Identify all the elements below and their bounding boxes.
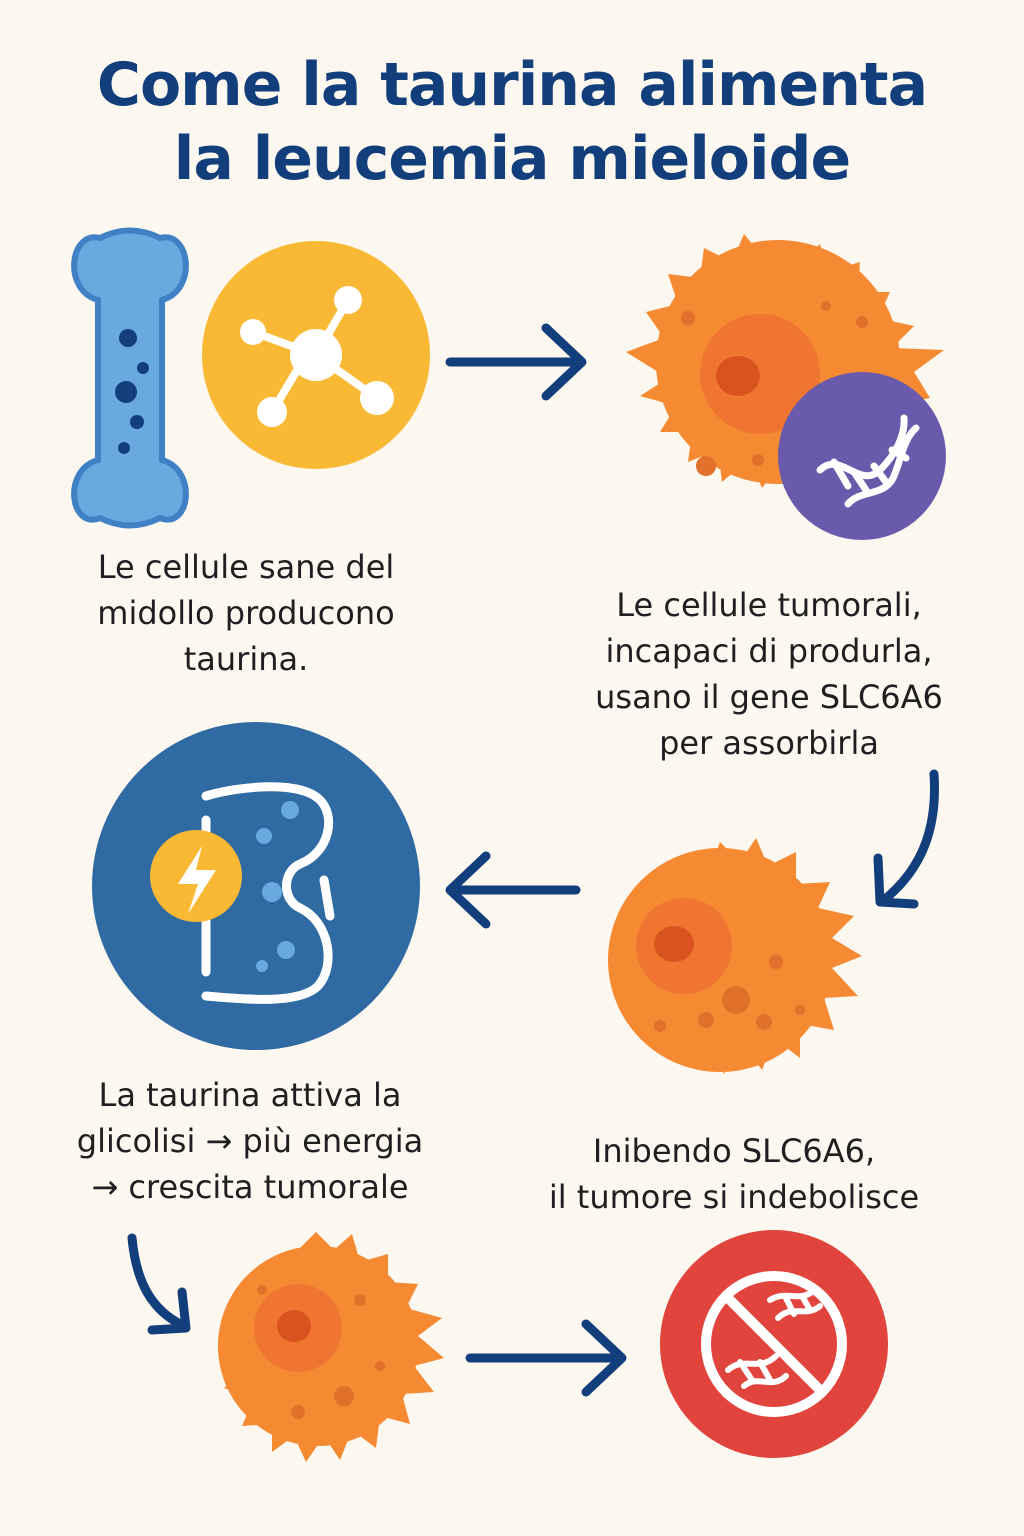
step-3-line-3: → crescita tumorale xyxy=(91,1168,409,1206)
step-2-line-1: Le cellule tumorali, xyxy=(616,586,922,624)
cancer-cell-icon xyxy=(608,838,862,1074)
step-4-caption: Inibendo SLC6A6, il tumore si indebolisc… xyxy=(504,1128,964,1220)
step-4-line-2: il tumore si indebolisce xyxy=(548,1178,920,1216)
bone-icon xyxy=(71,227,189,529)
arrow-left xyxy=(445,851,581,929)
step-2-line-3: usano il gene SLC6A6 xyxy=(595,678,943,716)
page-title-line-1: Come la taurina alimenta xyxy=(96,50,928,120)
mitochondrion-icon xyxy=(92,722,420,1050)
step-2-line-4: per assorbirla xyxy=(659,724,879,762)
step-1-caption: Le cellule sane del midollo producono ta… xyxy=(46,544,446,682)
arrow-down-right-curve xyxy=(127,1233,191,1335)
step-4-line-1: Inibendo SLC6A6, xyxy=(592,1132,876,1170)
cancer-cell-icon xyxy=(218,1232,444,1462)
page-title: Come la taurina alimenta la leucemia mie… xyxy=(0,48,1024,196)
step-3-caption: La taurina attiva la glicolisi → più ene… xyxy=(30,1072,470,1210)
arrow-down-curve xyxy=(873,769,940,909)
step-3-line-1: La taurina attiva la xyxy=(98,1076,402,1114)
lightning-bolt-icon xyxy=(150,830,242,922)
step-1-line-2: midollo producono xyxy=(97,594,395,632)
step-3-line-2: glicolisi → più energia xyxy=(76,1122,424,1160)
dna-icon xyxy=(778,372,946,540)
step-1-line-3: taurina. xyxy=(183,640,309,678)
arrow-right-1 xyxy=(445,323,587,401)
page-title-line-2: la leucemia mieloide xyxy=(173,124,851,194)
step-1-line-1: Le cellule sane del xyxy=(97,548,395,586)
step-2-caption: Le cellule tumorali, incapaci di produrl… xyxy=(534,582,1004,766)
taurine-molecule-icon xyxy=(202,241,430,469)
arrow-right-2 xyxy=(465,1319,627,1397)
blocked-dna-icon xyxy=(660,1230,888,1458)
step-2-line-2: incapaci di produrla, xyxy=(605,632,933,670)
